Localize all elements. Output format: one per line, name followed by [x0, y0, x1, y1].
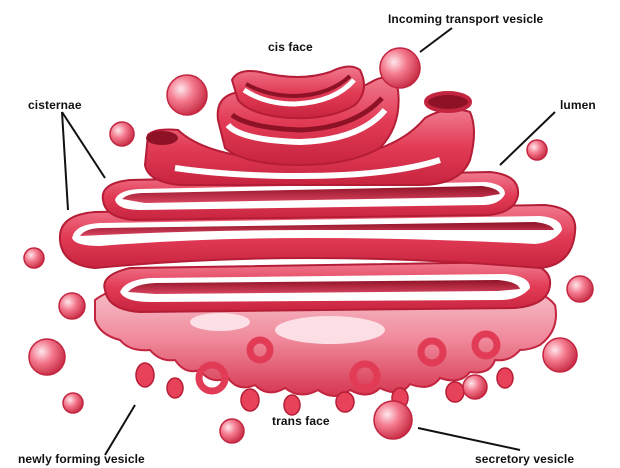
label-trans-face: trans face — [272, 414, 330, 428]
label-cis-face: cis face — [268, 40, 313, 54]
label-secretory-vesicle: secretory vesicle — [475, 452, 574, 466]
cisterna-bottom — [104, 262, 550, 312]
label-newly-forming-vesicle: newly forming vesicle — [18, 452, 145, 466]
label-cisternae: cisternae — [28, 98, 82, 112]
label-lumen: lumen — [560, 98, 596, 112]
cisterna-top — [232, 66, 364, 118]
label-incoming-vesicle: Incoming transport vesicle — [388, 12, 543, 26]
